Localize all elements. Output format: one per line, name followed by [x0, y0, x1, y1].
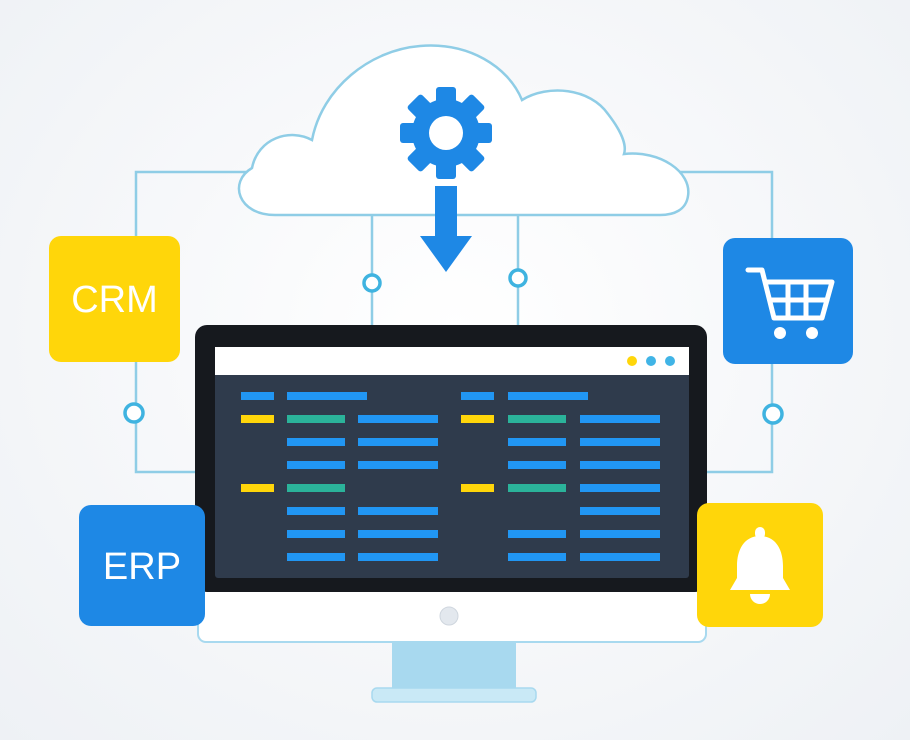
- power-button[interactable]: [439, 606, 459, 626]
- screen-data-bar: [287, 392, 367, 400]
- screen-data-bar: [508, 415, 566, 423]
- bell-icon: [730, 527, 790, 604]
- screen-data-bar: [287, 553, 345, 561]
- screen-data-bar: [508, 392, 588, 400]
- connector-cloud-crm: [134, 170, 250, 238]
- window-title-bar: [215, 347, 689, 375]
- window-dot[interactable]: [665, 356, 675, 366]
- screen-data-bar: [508, 438, 566, 446]
- screen-data-bar: [241, 415, 274, 423]
- connector-node: [362, 273, 382, 293]
- connector-shop-monitor: [705, 362, 774, 474]
- screen-data-bar: [241, 392, 274, 400]
- monitor-stand: [392, 636, 516, 694]
- monitor: [195, 325, 707, 703]
- connector-crm-monitor: [134, 362, 200, 474]
- screen-data-bar: [580, 415, 660, 423]
- screen-data-bar: [287, 461, 345, 469]
- screen-data-bar: [287, 438, 345, 446]
- connector-node: [123, 402, 145, 424]
- screen-data-bar: [580, 461, 660, 469]
- monitor-base: [371, 687, 537, 703]
- shop-tile[interactable]: [723, 238, 853, 364]
- screen-data-bar: [287, 530, 345, 538]
- crm-tile-bg: [49, 236, 180, 362]
- erp-tile-bg: [79, 505, 205, 626]
- screen-data-bar: [580, 553, 660, 561]
- screen-data-bar: [580, 484, 660, 492]
- notification-tile[interactable]: [697, 503, 823, 627]
- screen-data-bar: [508, 484, 566, 492]
- screen-data-bar: [358, 553, 438, 561]
- screen-data-bar: [508, 553, 566, 561]
- screen-data-bar: [287, 484, 345, 492]
- connector-node: [762, 403, 784, 425]
- screen-data-bar: [461, 415, 494, 423]
- screen-data-bar: [358, 530, 438, 538]
- shopping-cart-icon: [745, 267, 835, 339]
- screen-data-bar: [580, 438, 660, 446]
- screen-data-bar: [580, 507, 660, 515]
- screen-data-bar: [508, 461, 566, 469]
- gear-icon: [400, 87, 492, 179]
- crm-tile[interactable]: CRM: [49, 236, 180, 362]
- screen-data-bar: [287, 507, 345, 515]
- connector-cloud-shop: [680, 170, 774, 240]
- window-controls: [627, 356, 675, 366]
- screen-data-bar: [461, 484, 494, 492]
- monitor-screen: [215, 347, 689, 578]
- connector-node: [508, 268, 528, 288]
- screen-data-bar: [287, 415, 345, 423]
- screen-content: [241, 392, 660, 561]
- cloud: [237, 44, 690, 272]
- screen-data-bar: [461, 392, 494, 400]
- screen-data-bar: [358, 438, 438, 446]
- screen-data-bar: [358, 461, 438, 469]
- erp-tile[interactable]: ERP: [79, 505, 205, 626]
- connector-nodes: [123, 268, 784, 425]
- window-dot[interactable]: [627, 356, 637, 366]
- arrow-down-icon: [420, 186, 472, 272]
- crm-label: CRM: [71, 279, 158, 321]
- screen-data-bar: [580, 530, 660, 538]
- screen-data-bar: [358, 507, 438, 515]
- window-dot[interactable]: [646, 356, 656, 366]
- screen-data-bar: [241, 484, 274, 492]
- erp-label: ERP: [103, 546, 181, 588]
- screen-data-bar: [508, 530, 566, 538]
- screen-data-bar: [358, 415, 438, 423]
